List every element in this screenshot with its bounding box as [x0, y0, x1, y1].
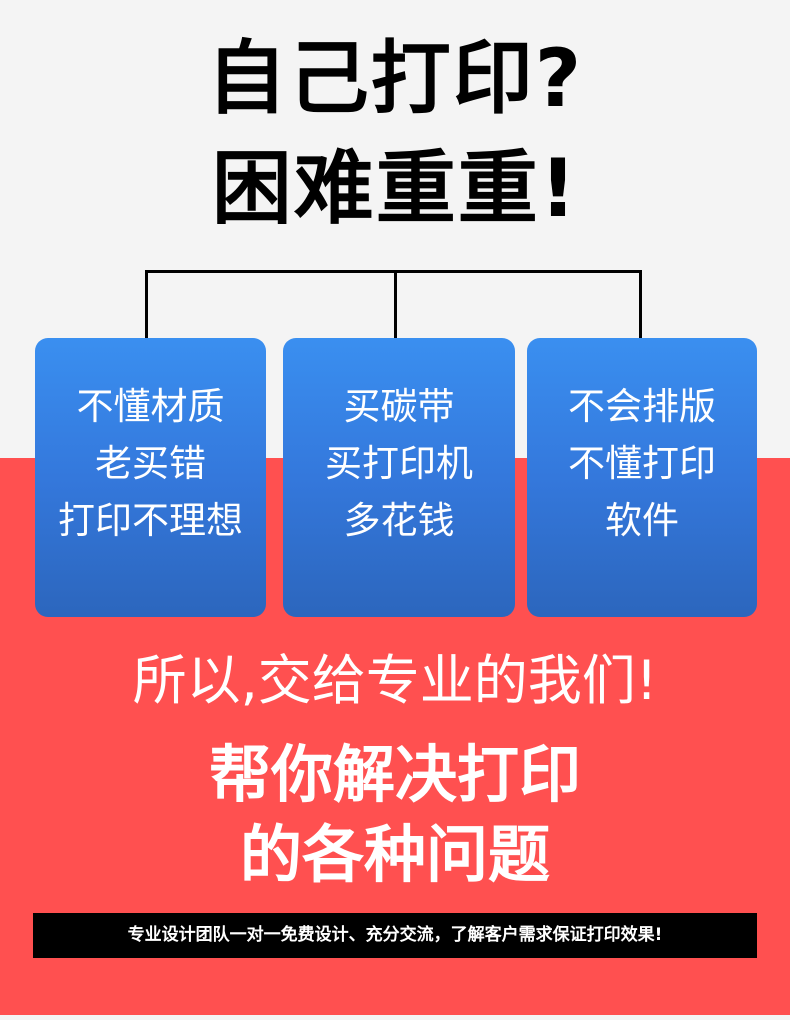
connector-horizontal-line	[145, 270, 642, 273]
card-line: 不懂材质	[76, 385, 225, 428]
title-line-2: 困难重重!	[211, 142, 579, 235]
connector-vertical-line-right	[639, 270, 642, 340]
card-line: 买碳带	[343, 385, 455, 428]
card-line: 不会排版	[568, 385, 716, 428]
card-line: 软件	[605, 499, 679, 542]
subheading: 所以,交给专业的我们!	[132, 649, 658, 712]
headline-line-2: 的各种问题	[239, 818, 550, 891]
card-line: 不懂打印	[568, 442, 716, 485]
card-line: 多花钱	[343, 499, 455, 542]
problem-card-cost: 买碳带 买打印机 多花钱	[283, 338, 515, 617]
connector-vertical-line-center	[394, 270, 397, 340]
problem-card-materials: 不懂材质 老买错 打印不理想	[35, 338, 266, 617]
footer-banner: 专业设计团队一对一免费设计、充分交流，了解客户需求保证打印效果!	[33, 913, 757, 958]
problem-card-software: 不会排版 不懂打印 软件	[527, 338, 757, 617]
connector-vertical-line-left	[145, 270, 148, 340]
title-line-1: 自己打印?	[206, 32, 584, 125]
footer-text: 专业设计团队一对一免费设计、充分交流，了解客户需求保证打印效果!	[127, 925, 663, 945]
card-line: 打印不理想	[58, 499, 243, 542]
headline-line-1: 帮你解决打印	[208, 738, 581, 811]
card-line: 老买错	[95, 442, 206, 485]
card-line: 买打印机	[325, 442, 473, 485]
